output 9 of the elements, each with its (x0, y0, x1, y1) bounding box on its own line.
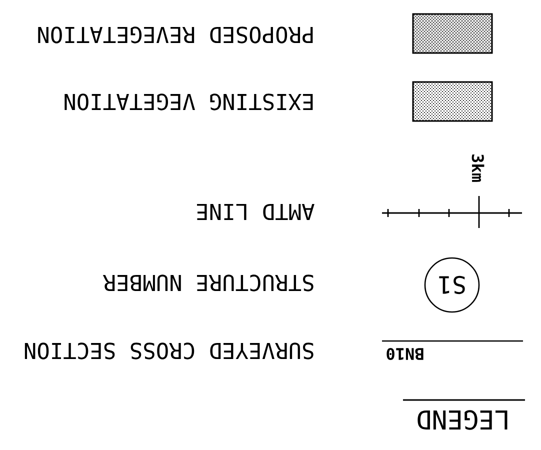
legend-text: EXISTING VEGETATION (64, 94, 313, 110)
chainage-label: 3km (472, 154, 484, 182)
legend-text: STRUCTURE NUMBER (102, 274, 314, 292)
legend-text: AMTD LINE (197, 204, 314, 220)
legend-text: PROPOSED REVEGETATION (38, 26, 313, 44)
legend-text: SURVEYED CROSS SECTION (24, 342, 314, 360)
section-number: BN10 (386, 348, 424, 360)
structure-number: S1 (439, 276, 465, 294)
legend-title: LEGEND (418, 410, 508, 430)
